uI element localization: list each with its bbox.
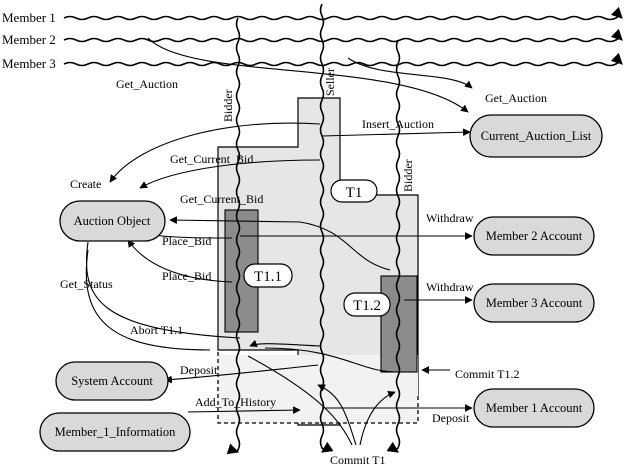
t1-label-box	[330, 179, 378, 203]
deposit-right-label: Deposit	[432, 411, 470, 425]
member-1-label: Member 1	[2, 10, 56, 25]
system-account-node	[55, 361, 169, 401]
commit-t1-2-label: Commit T1.2	[455, 367, 519, 381]
member2-account-text: Member 2 Account	[486, 229, 583, 243]
t1-2-label-box	[343, 292, 391, 317]
t1-dashed-boundary	[217, 352, 419, 424]
auction-object-text: Auction Object	[74, 214, 151, 228]
member1-account-node	[473, 388, 595, 428]
add-to-history-arrow	[187, 406, 301, 414]
withdraw-1-label: Withdraw	[426, 211, 474, 225]
member-2-line	[63, 28, 623, 43]
get-auction-left-label: Get_Auction	[116, 77, 178, 91]
bidder-left-lifeline	[226, 17, 241, 455]
commit-t1-line-3	[359, 391, 396, 446]
commit-t1-line-2	[317, 384, 357, 446]
get-auction-right-label: Get_Auction	[485, 91, 547, 105]
member3-account-text: Member 3 Account	[486, 296, 583, 310]
bidder-right-label: Bidder	[401, 159, 415, 192]
abort-t1-1-arrow	[249, 339, 321, 348]
get-status-line-2	[85, 249, 211, 351]
commit-t1-2-link	[264, 347, 397, 373]
get-auction-left-arrow	[147, 37, 469, 113]
create-label: Create	[70, 177, 101, 191]
bidder-left-label: Bidder	[221, 89, 235, 122]
deposit-left-label: Deposit	[180, 363, 218, 377]
add-to-history-label: Add_To_History	[195, 395, 276, 409]
member-3-label: Member 3	[2, 56, 56, 71]
system-account-text: System Account	[71, 374, 153, 388]
t1-label: T1	[346, 185, 363, 201]
current-auction-list-text: Current_Auction_List	[481, 129, 592, 143]
commit-t1-label: Commit T1	[330, 453, 385, 467]
place-bid-1-label: Place_Bid	[162, 234, 211, 248]
abort-t1-1-label: Abort T1.1	[130, 323, 183, 337]
member1-information-node	[39, 412, 191, 452]
get-status-label: Get_Status	[60, 277, 113, 291]
get-current-bid-1-arrow	[139, 159, 321, 189]
insert-auction-arrow	[321, 128, 471, 137]
insert-auction-label: Insert_Auction	[362, 117, 434, 131]
get-auction-right-arrow	[347, 57, 473, 89]
current-auction-list-node	[469, 114, 603, 158]
member-2-label: Member 2	[2, 32, 56, 47]
member-3-line	[63, 52, 623, 67]
deposit-left-arrow	[164, 364, 319, 384]
get-current-bid-2-label: Get_Current_Bid	[180, 192, 263, 206]
place-bid-2-label: Place_Bid	[162, 269, 211, 283]
member2-account-node	[473, 216, 595, 256]
member-1-line	[63, 6, 623, 21]
auction-object-bidder-line	[169, 216, 391, 271]
commit-t1-line-1	[247, 355, 353, 446]
member3-account-node	[473, 283, 595, 323]
member1-account-text: Member 1 Account	[486, 401, 583, 415]
auction-object-node	[59, 200, 166, 242]
member1-information-text: Member_1_Information	[55, 425, 177, 439]
place-bid-2-arrow	[127, 239, 233, 283]
t1-1-label-box	[243, 263, 293, 288]
t1-2-label: T1.2	[353, 298, 381, 314]
withdraw-2-label: Withdraw	[426, 280, 474, 294]
t1-1-label: T1.1	[254, 269, 282, 285]
seller-label: Seller	[323, 68, 337, 96]
get-current-bid-1-label: Get_Current_Bid	[170, 152, 253, 166]
create-arrow	[109, 122, 321, 183]
bidder-right-lifeline	[386, 39, 401, 453]
